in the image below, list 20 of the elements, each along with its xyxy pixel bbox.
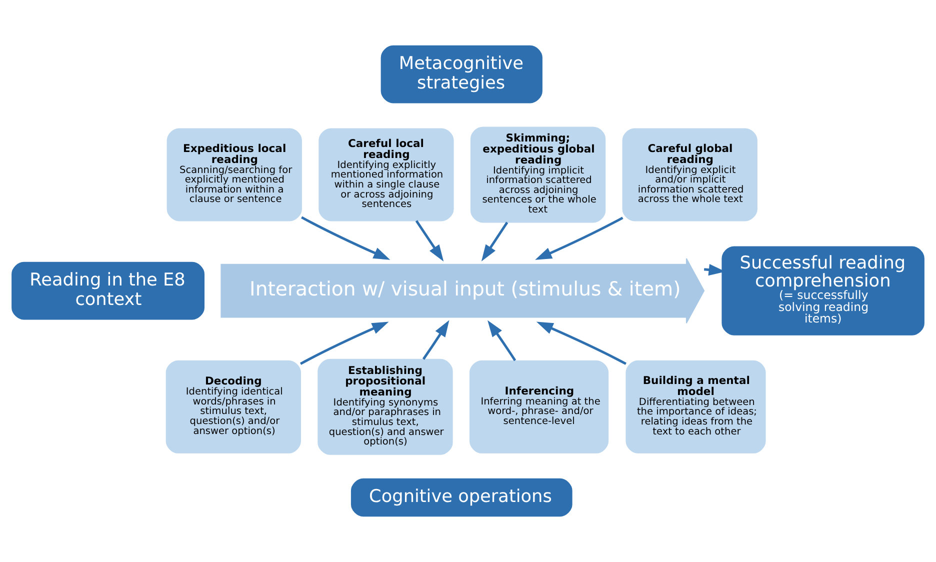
node-box: Metacognitive strategies xyxy=(380,45,542,104)
node-box: Inferencing Inferring meaning at the word-, phrase- and/or sentence-level xyxy=(469,360,609,454)
node-box: Decoding Identifying identical words/phrases in stimulus text, question(s) and/or answer option(s) xyxy=(166,360,301,454)
node-box: Skimming; expeditious global reading Identifying implicit information scattered across adjoining sentences or the whole text xyxy=(470,126,606,223)
arrow xyxy=(422,320,450,360)
arrow xyxy=(536,322,626,365)
node-box: Careful local reading Identifying explicitly mentioned information within a single clause or across adjoining sentences xyxy=(318,128,454,222)
node-box: Expeditious local reading Scanning/searching for explicitly mentioned information within a clause or sentence xyxy=(166,128,302,222)
node-box: Building a mental model Differentiating between the importance of ideas; relating ideas from the text to each other xyxy=(626,360,766,454)
arrow xyxy=(535,216,624,260)
arrow xyxy=(300,322,389,365)
node-box: Reading in the E8 context xyxy=(12,262,205,320)
node-box: Cognitive operations xyxy=(350,478,572,517)
node-box: Establishing propositional meaning Identifying synonyms and/or paraphrases in stimulus text, question(s) and answer option(s) xyxy=(318,358,453,455)
node-box: Careful global reading Identifying explicit and/or implicit information scattered across the whole text xyxy=(622,128,758,222)
arrow xyxy=(488,320,516,362)
arrow xyxy=(301,216,390,260)
arrow xyxy=(481,222,508,262)
arrow xyxy=(415,220,444,262)
node-box: Successful reading comprehension (= successfully solving reading items) xyxy=(722,246,924,336)
